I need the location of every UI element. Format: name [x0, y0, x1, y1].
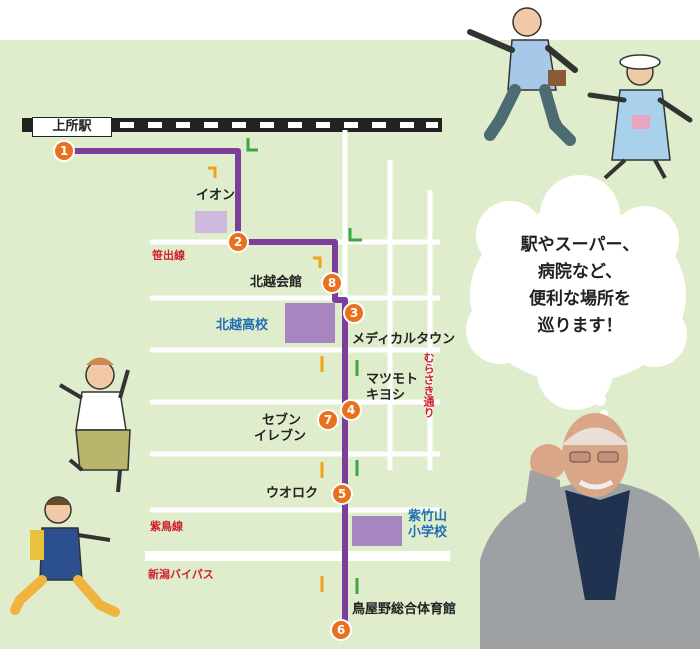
svg-text:1: 1 — [60, 144, 68, 158]
railway-ties — [120, 122, 438, 128]
running-boy-illustration — [10, 496, 120, 617]
medical-town-label: メディカルタウン — [352, 332, 456, 347]
svg-text:2: 2 — [234, 235, 242, 249]
matsumoto-label-2: キヨシ — [366, 388, 406, 403]
seven-eleven-label-1: セブン — [262, 413, 302, 428]
bubble-line-4: 巡ります！ — [537, 316, 623, 336]
svg-text:5: 5 — [338, 487, 346, 501]
stop-7: 7 — [317, 409, 339, 431]
svg-text:7: 7 — [324, 413, 332, 427]
svg-text:4: 4 — [347, 403, 355, 417]
bubble-line-2: 病院など、 — [537, 262, 623, 282]
station-name: 上所駅 — [32, 117, 112, 137]
sasade-road-label: 笹出線 — [152, 249, 185, 262]
shichikuyama-school-building — [352, 516, 402, 546]
kitakoshi-hall-label: 北越会館 — [250, 275, 303, 290]
elderly-man-photo — [480, 413, 700, 649]
aeon-building — [195, 211, 227, 233]
stop-2: 2 — [227, 231, 249, 253]
bubble-line-3: 便利な場所を — [529, 289, 631, 309]
shichou-road-label: 紫鳥線 — [150, 520, 183, 533]
stop-5: 5 — [331, 483, 353, 505]
seven-eleven-label-2: イレブン — [254, 429, 307, 444]
svg-text:8: 8 — [328, 276, 336, 290]
matsumoto-label-1: マツモト — [366, 372, 419, 387]
aeon-label: イオン — [196, 188, 236, 203]
jumping-woman-illustration — [58, 357, 131, 493]
direction-arrows — [208, 138, 362, 594]
route-line — [64, 148, 348, 630]
gym-label: 鳥屋野総合体育館 — [352, 602, 457, 617]
kitakoshi-hs-label: 北越高校 — [216, 318, 269, 333]
shichikuyama-label-2: 小学校 — [408, 525, 448, 540]
bubble-line-1: 駅やスーパー、 — [520, 235, 640, 255]
stop-6: 6 — [330, 619, 352, 641]
shichikuyama-label-1: 紫竹山 — [408, 509, 448, 524]
kitakoshi-hs-building — [285, 303, 335, 343]
roads — [150, 130, 440, 600]
speech-bubble — [466, 175, 687, 418]
stop-4: 4 — [340, 399, 362, 421]
svg-text:3: 3 — [350, 306, 358, 320]
uoroku-label: ウオロク — [266, 486, 319, 501]
svg-text:6: 6 — [337, 623, 345, 637]
stop-8: 8 — [321, 272, 343, 294]
route-stops: 1 2 3 4 5 6 7 8 — [53, 140, 365, 641]
stop-3: 3 — [343, 302, 365, 324]
walking-woman-illustration — [587, 54, 693, 180]
stop-1: 1 — [53, 140, 75, 162]
walking-man-illustration — [467, 7, 578, 146]
speech-bubble-text: 駅やスーパー、 病院など、 便利な場所を 巡ります！ — [490, 232, 670, 340]
bypass-road-label: 新潟バイパス — [148, 568, 214, 581]
murasaki-road-label: むらさき通り — [422, 352, 435, 418]
